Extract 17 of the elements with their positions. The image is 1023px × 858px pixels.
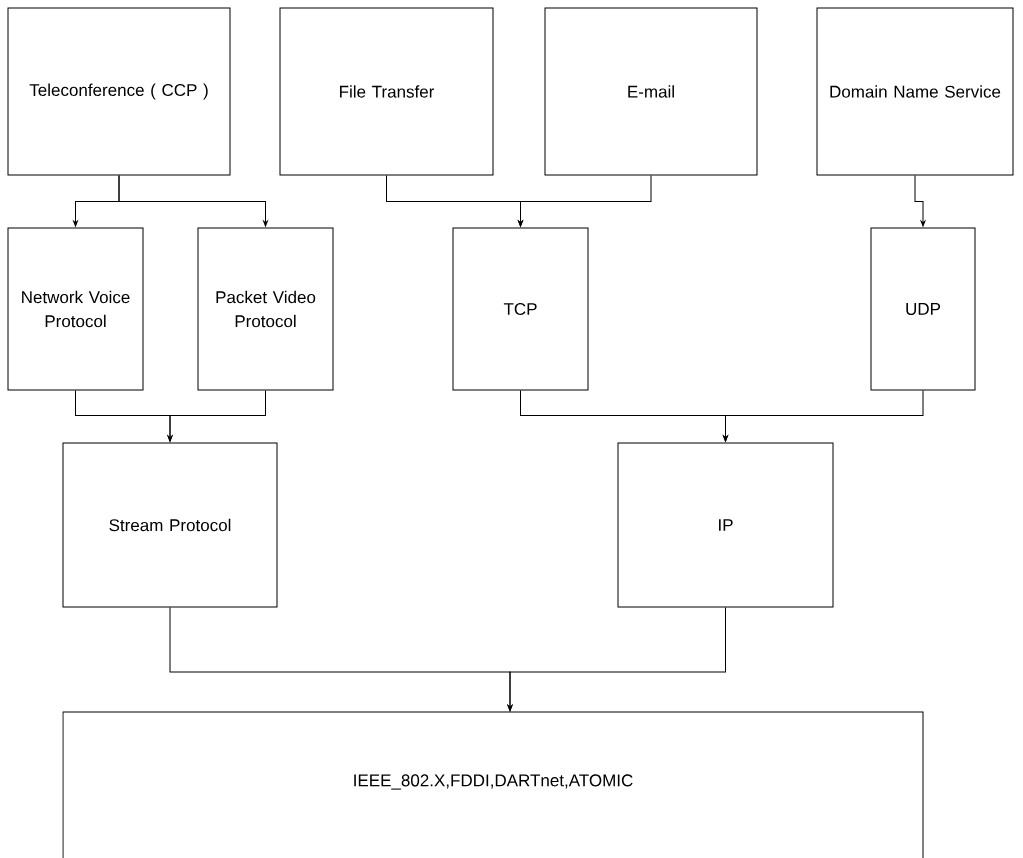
protocol-box: UDP — [870, 227, 976, 391]
arrow — [914, 175, 926, 227]
protocol-box: TCP — [452, 227, 589, 391]
arrow — [507, 607, 726, 712]
arrow — [167, 390, 266, 442]
network-box: IEEE_802.X,FDDI,DARTnet,ATOMIC — [62, 711, 924, 858]
arrow — [518, 175, 652, 227]
arrow — [723, 390, 924, 442]
arrow — [118, 175, 268, 227]
protocol-box: Stream Protocol — [62, 442, 278, 608]
protocol-box: Teleconference ( CCP ) — [7, 7, 231, 176]
protocol-box: IP — [617, 442, 834, 608]
protocol-box: Network Voice Protocol — [7, 227, 144, 391]
protocol-box: File Transfer — [279, 7, 494, 176]
protocol-box: Packet Video Protocol — [197, 227, 334, 391]
protocol-box: E-mail — [544, 7, 758, 176]
protocol-box: Domain Name Service — [816, 7, 1014, 176]
